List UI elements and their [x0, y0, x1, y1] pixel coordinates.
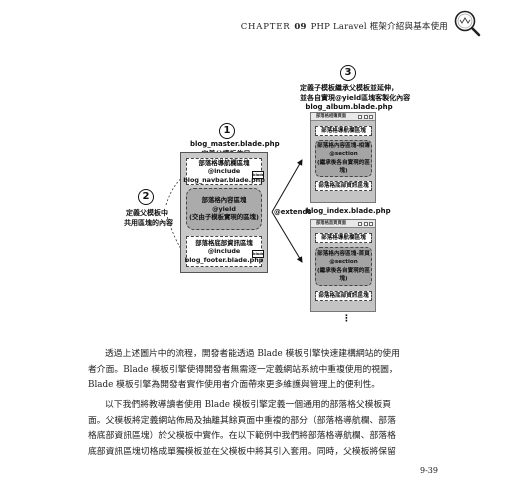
maximize-icon: [363, 221, 368, 226]
album-content-title: 部落格內容區塊-相簿: [317, 143, 370, 150]
index-page-window: 部落格首頁頁面 部落格導航欄區塊 部落格內容區塊-首頁 @section (繼承…: [310, 219, 376, 312]
index-content-directive: @section: [329, 259, 358, 266]
yield-block-directive: @yield: [212, 204, 236, 213]
index-file-name: blog_index.blade.php: [306, 207, 391, 215]
yield-block-title: 部落格內容區塊: [201, 196, 247, 205]
paragraph-2-line-4: 底部資訊區塊切格成單獨模板並在父模板中將其引入套用。同時，父模板將保留: [88, 446, 396, 457]
paragraph-2-line-3: 格底部資訊區塊）於父模板中實作。在以下範例中我們將部落格導航欄、部落格: [88, 431, 396, 442]
footer-block-directive: @include: [207, 247, 241, 256]
step-2-label: 定義父模板中 共用區塊的內容: [124, 209, 173, 228]
album-footer-block: 部落格底部資訊區塊: [315, 181, 372, 191]
album-content-directive: @section: [329, 151, 358, 158]
maximize-icon: [363, 114, 368, 119]
paragraph-1-line-3: Blade 模板引擎為開發者實作使用者介面帶來更多維護與管理上的便利性。: [88, 380, 381, 391]
blade-file-icon: blade: [252, 171, 265, 179]
body-paragraph-2: 以下我們將教導讀者使用 Blade 模板引擎定義一個通用的部落格父模板頁 面。父…: [88, 398, 396, 460]
navbar-block-title: 部落格導航欄區塊: [198, 158, 250, 167]
navbar-block-directive: @include: [207, 167, 241, 176]
album-content-block: 部落格內容區塊-相簿 @section (繼承後各自實現的區塊): [315, 140, 372, 177]
index-footer-block: 部落格底部資訊區塊: [315, 291, 372, 301]
index-window-title: 部落格首頁頁面: [316, 221, 347, 226]
index-content-note: (繼承後各自實現的區塊): [317, 267, 370, 282]
step-1-number: 1: [219, 123, 235, 139]
index-window-titlebar: 部落格首頁頁面: [311, 220, 375, 228]
index-content-block: 部落格內容區塊-首頁 @section (繼承後各自實現的區塊): [315, 247, 372, 286]
chapter-title: PHP Laravel 框架介紹與基本使用: [310, 22, 448, 32]
paragraph-2-line-1: 以下我們將教導讀者使用 Blade 模板引擎定義一個通用的部落格父模板頁: [105, 400, 392, 410]
more-templates-ellipsis: ⋮: [342, 314, 351, 324]
index-content-title: 部落格內容區塊-首頁: [317, 251, 370, 258]
magnifier-icon: [454, 10, 481, 37]
page-number: 9-39: [420, 466, 438, 475]
extends-label: @extends: [274, 208, 312, 216]
album-window-titlebar: 部落格相簿頁面: [311, 113, 375, 121]
master-file-name: blog_master.blade.php: [190, 140, 280, 148]
blade-file-icon: blade: [252, 250, 265, 258]
paragraph-2-line-2: 面。父模板將定義網站佈局及抽離其餘頁面中重複的部分（部落格導航欄、部落: [88, 415, 396, 426]
album-navbar-block: 部落格導航欄區塊: [315, 126, 372, 136]
footer-block-title: 部落格底部資訊區塊: [195, 238, 253, 247]
master-yield-block: 部落格內容區塊 @yield (交由子模板實現的區塊): [186, 188, 262, 230]
album-window-title: 部落格相簿頁面: [316, 114, 347, 119]
step-2-line-2: 共用區塊的內容: [124, 218, 173, 227]
album-page-window: 部落格相簿頁面 部落格導航欄區塊 部落格內容區塊-相簿 @section (繼承…: [310, 112, 376, 203]
step-3-line-2: 並各自實現@yield區塊客製化內容: [300, 93, 411, 102]
window-controls: [358, 114, 373, 119]
step-3-label: 定義子模板繼承父模板並延伸， 並各自實現@yield區塊客製化內容 blog_a…: [300, 84, 411, 113]
album-content-note: (繼承後各自實現的區塊): [317, 159, 370, 174]
minimize-icon: [358, 114, 362, 119]
paragraph-1-line-2: 者介面。Blade 模板引擎使得開發者無需逐一定義網站系統中重複使用的視圖，: [88, 364, 398, 375]
minimize-icon: [358, 221, 362, 226]
step-2-line-1: 定義父模板中: [126, 209, 168, 217]
step-3-number: 3: [340, 65, 356, 81]
close-icon: [369, 114, 373, 119]
close-icon: [369, 221, 373, 226]
footer-block-file: blog_footer.blade.php: [184, 255, 264, 264]
window-controls: [358, 221, 373, 226]
navbar-block-file: blog_navbar.blade.php: [183, 175, 265, 184]
master-footer-block: 部落格底部資訊區塊 @include blog_footer.blade.php: [184, 236, 264, 267]
chapter-word: CHAPTER: [240, 22, 291, 32]
chapter-number: 09: [294, 22, 307, 32]
step-3-line-1: 定義子模板繼承父模板並延伸，: [300, 84, 398, 92]
paragraph-1-line-1: 透過上述圖片中的流程，開發者能透過 Blade 模板引擎快速建構網站的使用: [105, 349, 400, 359]
step-2-number: 2: [138, 189, 154, 205]
index-navbar-block: 部落格導航欄區塊: [315, 233, 372, 243]
master-navbar-block: 部落格導航欄區塊 @include blog_navbar.blade.php: [183, 158, 265, 185]
yield-block-note: (交由子模板實現的區塊): [189, 213, 259, 222]
album-file-name: blog_album.blade.php: [305, 103, 393, 111]
body-paragraph-1: 透過上述圖片中的流程，開發者能透過 Blade 模板引擎快速建構網站的使用 者介…: [88, 347, 400, 394]
extends-arrows: [271, 159, 303, 263]
